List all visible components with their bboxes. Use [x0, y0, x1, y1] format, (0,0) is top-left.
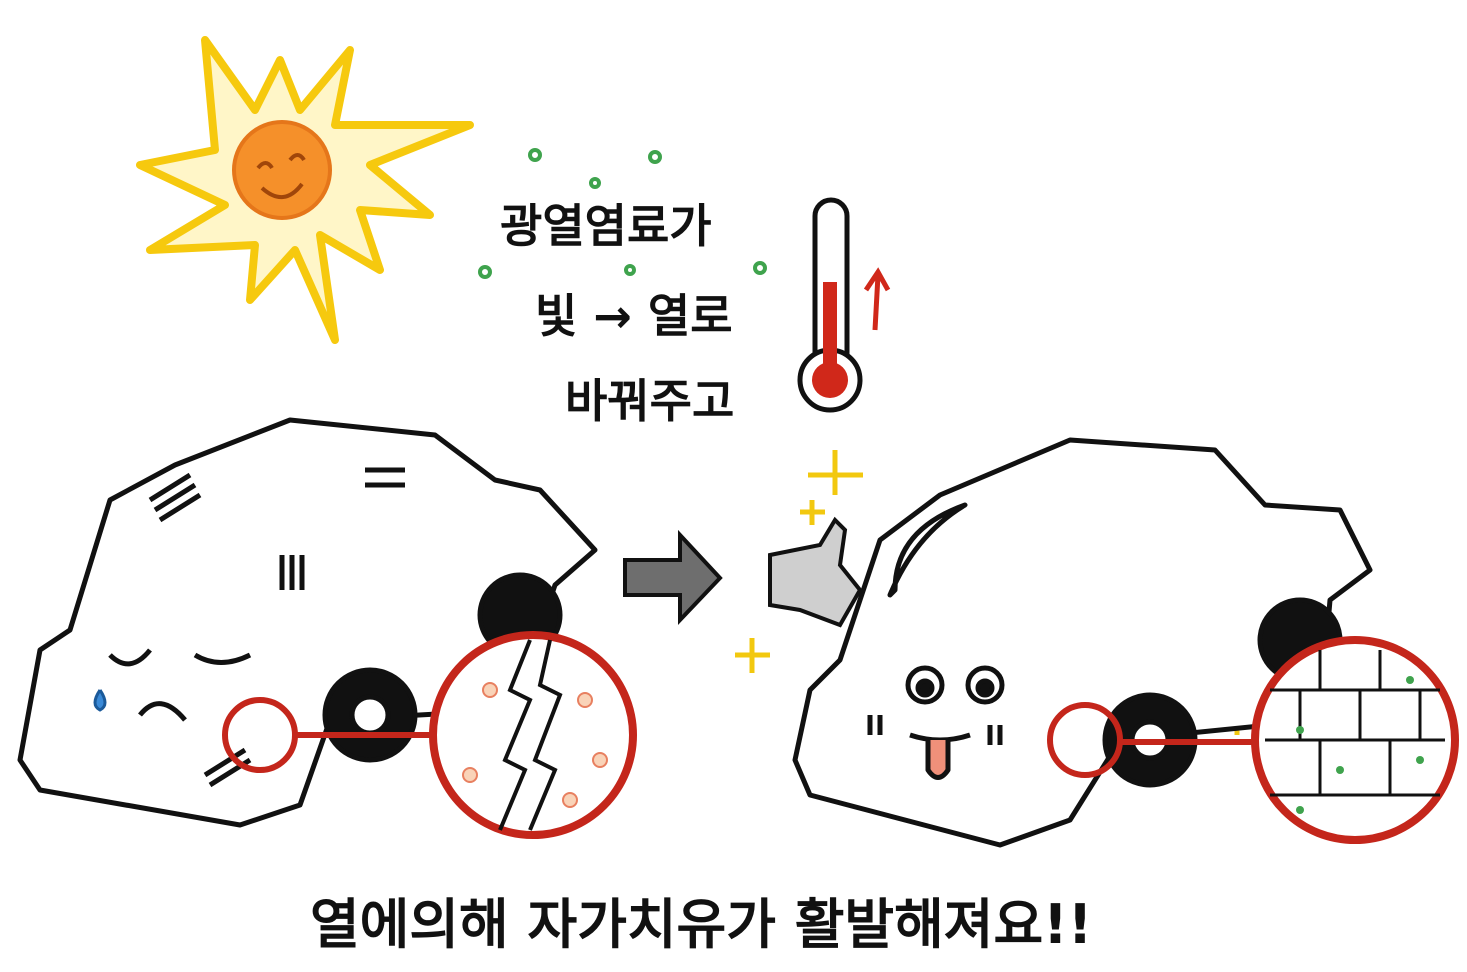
thumbs-up-icon — [768, 516, 863, 628]
caption-line-3: 바꿔주고 — [565, 374, 735, 428]
dots — [478, 148, 767, 279]
caption-line-1: 광열염료가 — [500, 199, 712, 253]
sun-icon — [136, 36, 474, 344]
thermometer-icon — [797, 197, 891, 413]
bottom-caption: 열에의해 자가치유가 활발해져요!! — [310, 893, 1093, 956]
sad-car — [17, 417, 598, 828]
zoom-circle-cracked — [222, 631, 637, 839]
arrow-right-icon — [623, 529, 723, 625]
zoom-circle-healed — [1047, 636, 1459, 844]
caption-line-2: 빛 → 열로 — [535, 289, 733, 343]
